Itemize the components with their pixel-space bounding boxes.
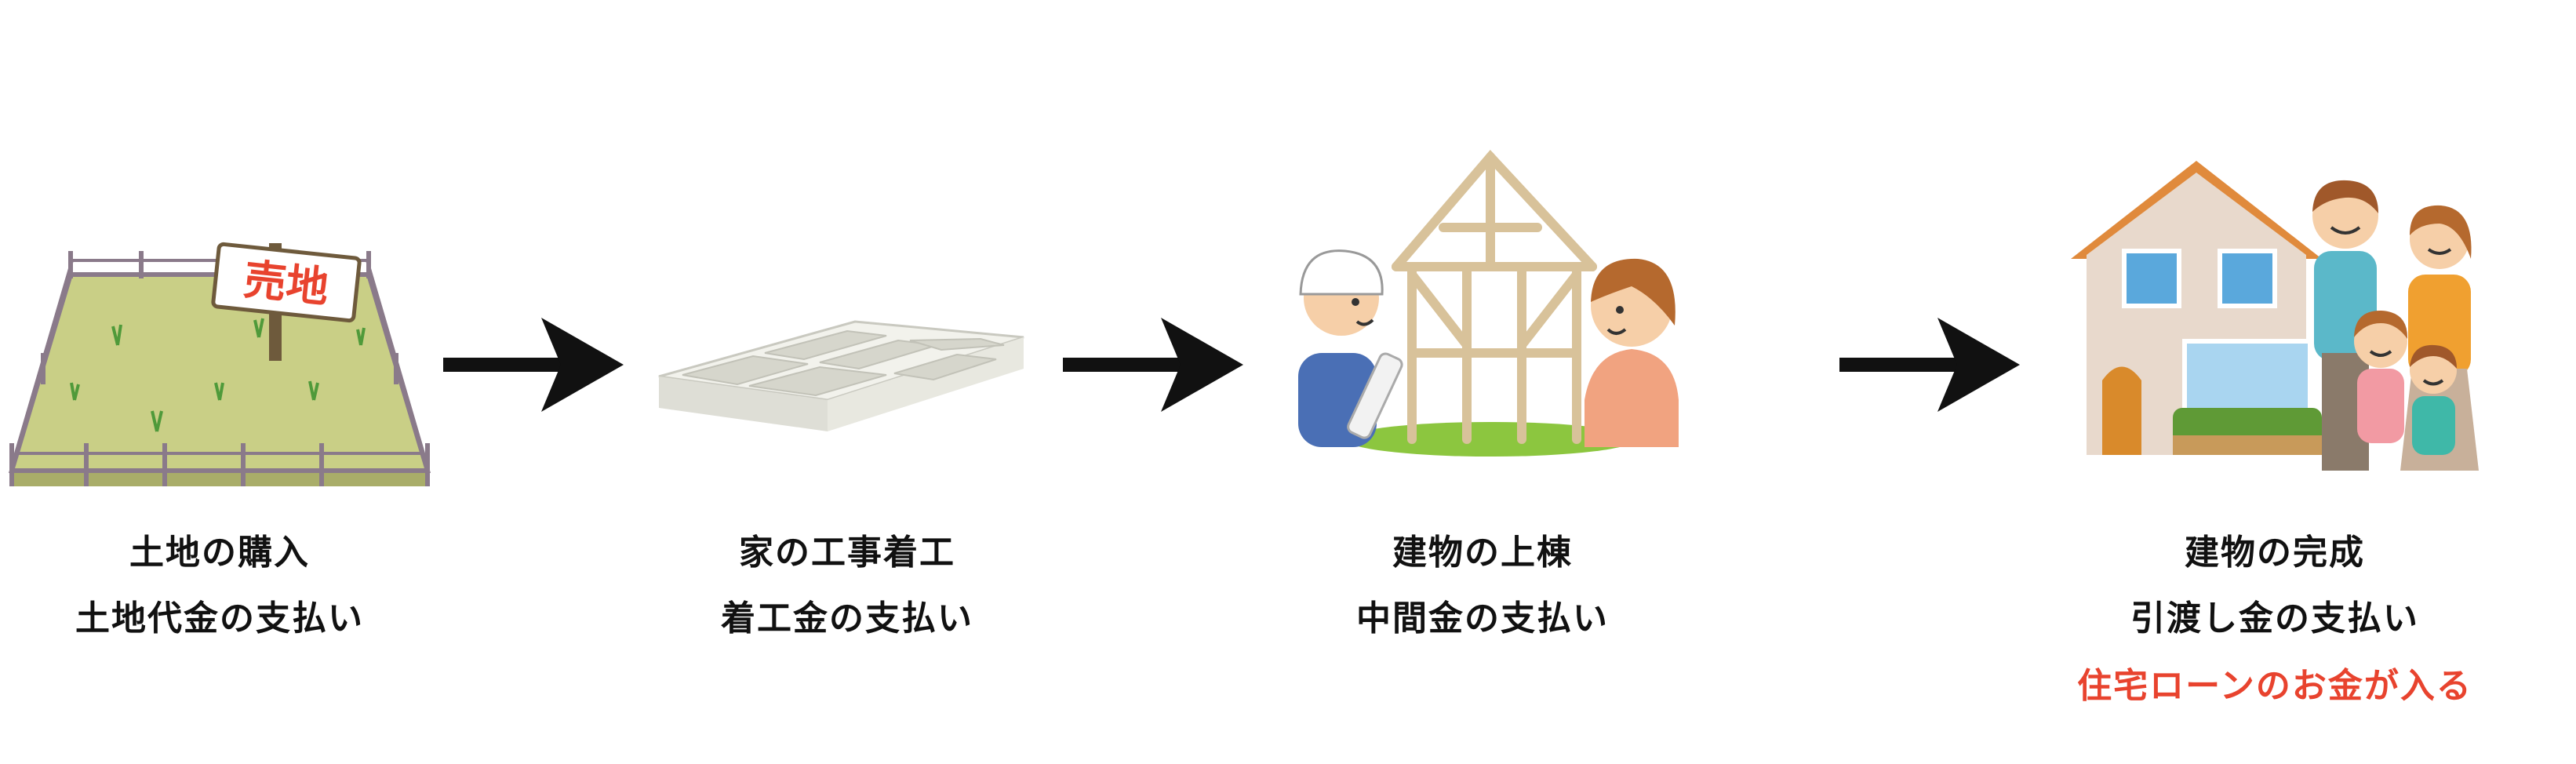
foundation-illustration xyxy=(658,320,1024,431)
stage-4-payment: 引渡し金の支払い xyxy=(2130,598,2419,638)
helmet-icon xyxy=(1299,249,1384,296)
house-icon xyxy=(2071,161,2322,455)
stage-4-title: 建物の完成 xyxy=(2185,533,2365,573)
arrow-right-icon xyxy=(443,318,624,412)
house-frame xyxy=(1392,149,1597,444)
stage-land-purchase: 売地 土地の購入 土地代金の支払い xyxy=(0,0,439,764)
boy-figure xyxy=(2410,344,2457,455)
stage-2-payment: 着工金の支払い xyxy=(721,598,973,638)
stage-framing: 建物の上棟 中間金の支払い xyxy=(1263,0,1702,764)
stage-completion: 建物の完成 引渡し金の支払い 住宅ローンのお金が入る xyxy=(2055,0,2494,764)
stage-4-mortgage-note: 住宅ローンのお金が入る xyxy=(2077,666,2472,706)
arrow-right-icon xyxy=(1839,318,2020,412)
family-house-illustration xyxy=(2071,161,2479,471)
blueprint-roll-icon xyxy=(1347,352,1403,439)
girl-figure xyxy=(2354,310,2408,443)
client-figure xyxy=(1585,258,1679,447)
stage-3-payment: 中間金の支払い xyxy=(1356,598,1609,638)
sign-text: 売地 xyxy=(242,255,331,313)
land-for-sale-illustration: 売地 xyxy=(8,242,431,486)
stage-3-title: 建物の上棟 xyxy=(1392,533,1573,573)
arrow-right-icon xyxy=(1063,318,1243,412)
land-ground xyxy=(12,275,428,471)
grass-icon xyxy=(70,318,366,432)
worker-figure xyxy=(1298,249,1403,447)
stage-2-title: 家の工事着工 xyxy=(739,533,955,573)
sign-board xyxy=(211,242,362,323)
stage-1-payment: 土地代金の支払い xyxy=(75,598,364,638)
stage-1-title: 土地の購入 xyxy=(129,533,310,573)
foundation-rooms xyxy=(682,329,1005,397)
stage-construction-start: 家の工事着工 着工金の支払い xyxy=(628,0,1067,764)
framing-illustration xyxy=(1298,149,1679,457)
